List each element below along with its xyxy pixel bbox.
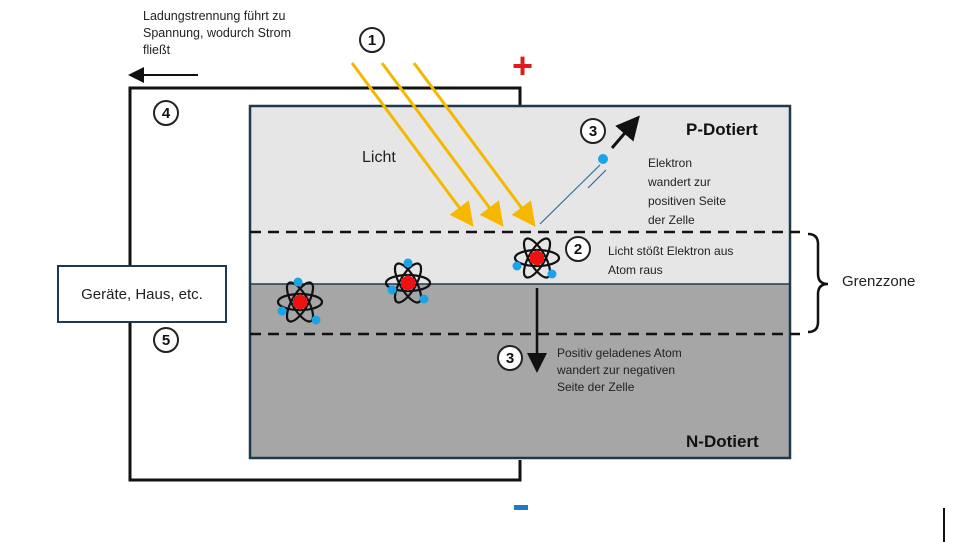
electron-trail [539,164,601,225]
grenzzone-brace [807,232,829,334]
caption-line: Spannung, wodurch Strom [143,26,292,40]
light-ray [350,62,474,227]
light-ray [380,62,504,227]
annotation-line: Atom raus [608,263,663,277]
light-label: Licht [362,149,396,166]
p-doped-label: P-Dotiert [686,120,758,139]
p-doped-region [250,106,790,284]
atom-icon [384,258,432,304]
annotation-line: wandert zur negativen [557,363,676,377]
load-device-box: Geräte, Haus, etc. [57,265,227,323]
atom-icon [512,237,561,279]
annotation-line: positiven Seite [648,194,727,208]
light-knocks-electron-annotation: Licht stößt Elektron aus Atom raus [608,242,733,280]
caption-line: fließt [143,43,171,57]
step-marker-3-bottom: 3 [497,345,523,371]
step-marker-4: 4 [153,100,179,126]
annotation-line: wandert zur [648,175,711,189]
electron-annotation: Elektron wandert zur positiven Seite der… [648,154,726,230]
light-ray [412,62,536,227]
annotation-line: Elektron [648,156,693,170]
positive-atom-annotation: Positiv geladenes Atom wandert zur negat… [557,345,682,396]
step-marker-2: 2 [565,236,591,262]
minus-terminal-sign [514,505,528,510]
annotation-line: der Zelle [648,213,695,227]
solar-cell-border [248,104,792,460]
annotation-line: Licht stößt Elektron aus [608,244,734,258]
step-marker-1: 1 [359,27,385,53]
n-doped-region [250,284,790,458]
grenzzone-label: Grenzzone [842,273,916,290]
free-electron [598,154,608,164]
electron-trail [587,169,607,189]
n-doped-label: N-Dotiert [686,432,759,451]
charge-separation-caption: Ladungstrennung führt zu Spannung, wodur… [143,8,291,59]
annotation-line: Positiv geladenes Atom [557,346,682,360]
atom-icon [276,277,324,325]
caption-line: Ladungstrennung führt zu [143,9,286,23]
annotation-line: Seite der Zelle [557,380,635,394]
step-marker-3-top: 3 [580,118,606,144]
plus-terminal-sign: + [512,45,534,86]
electron-direction-arrow [610,115,640,149]
step-marker-5: 5 [153,327,179,353]
